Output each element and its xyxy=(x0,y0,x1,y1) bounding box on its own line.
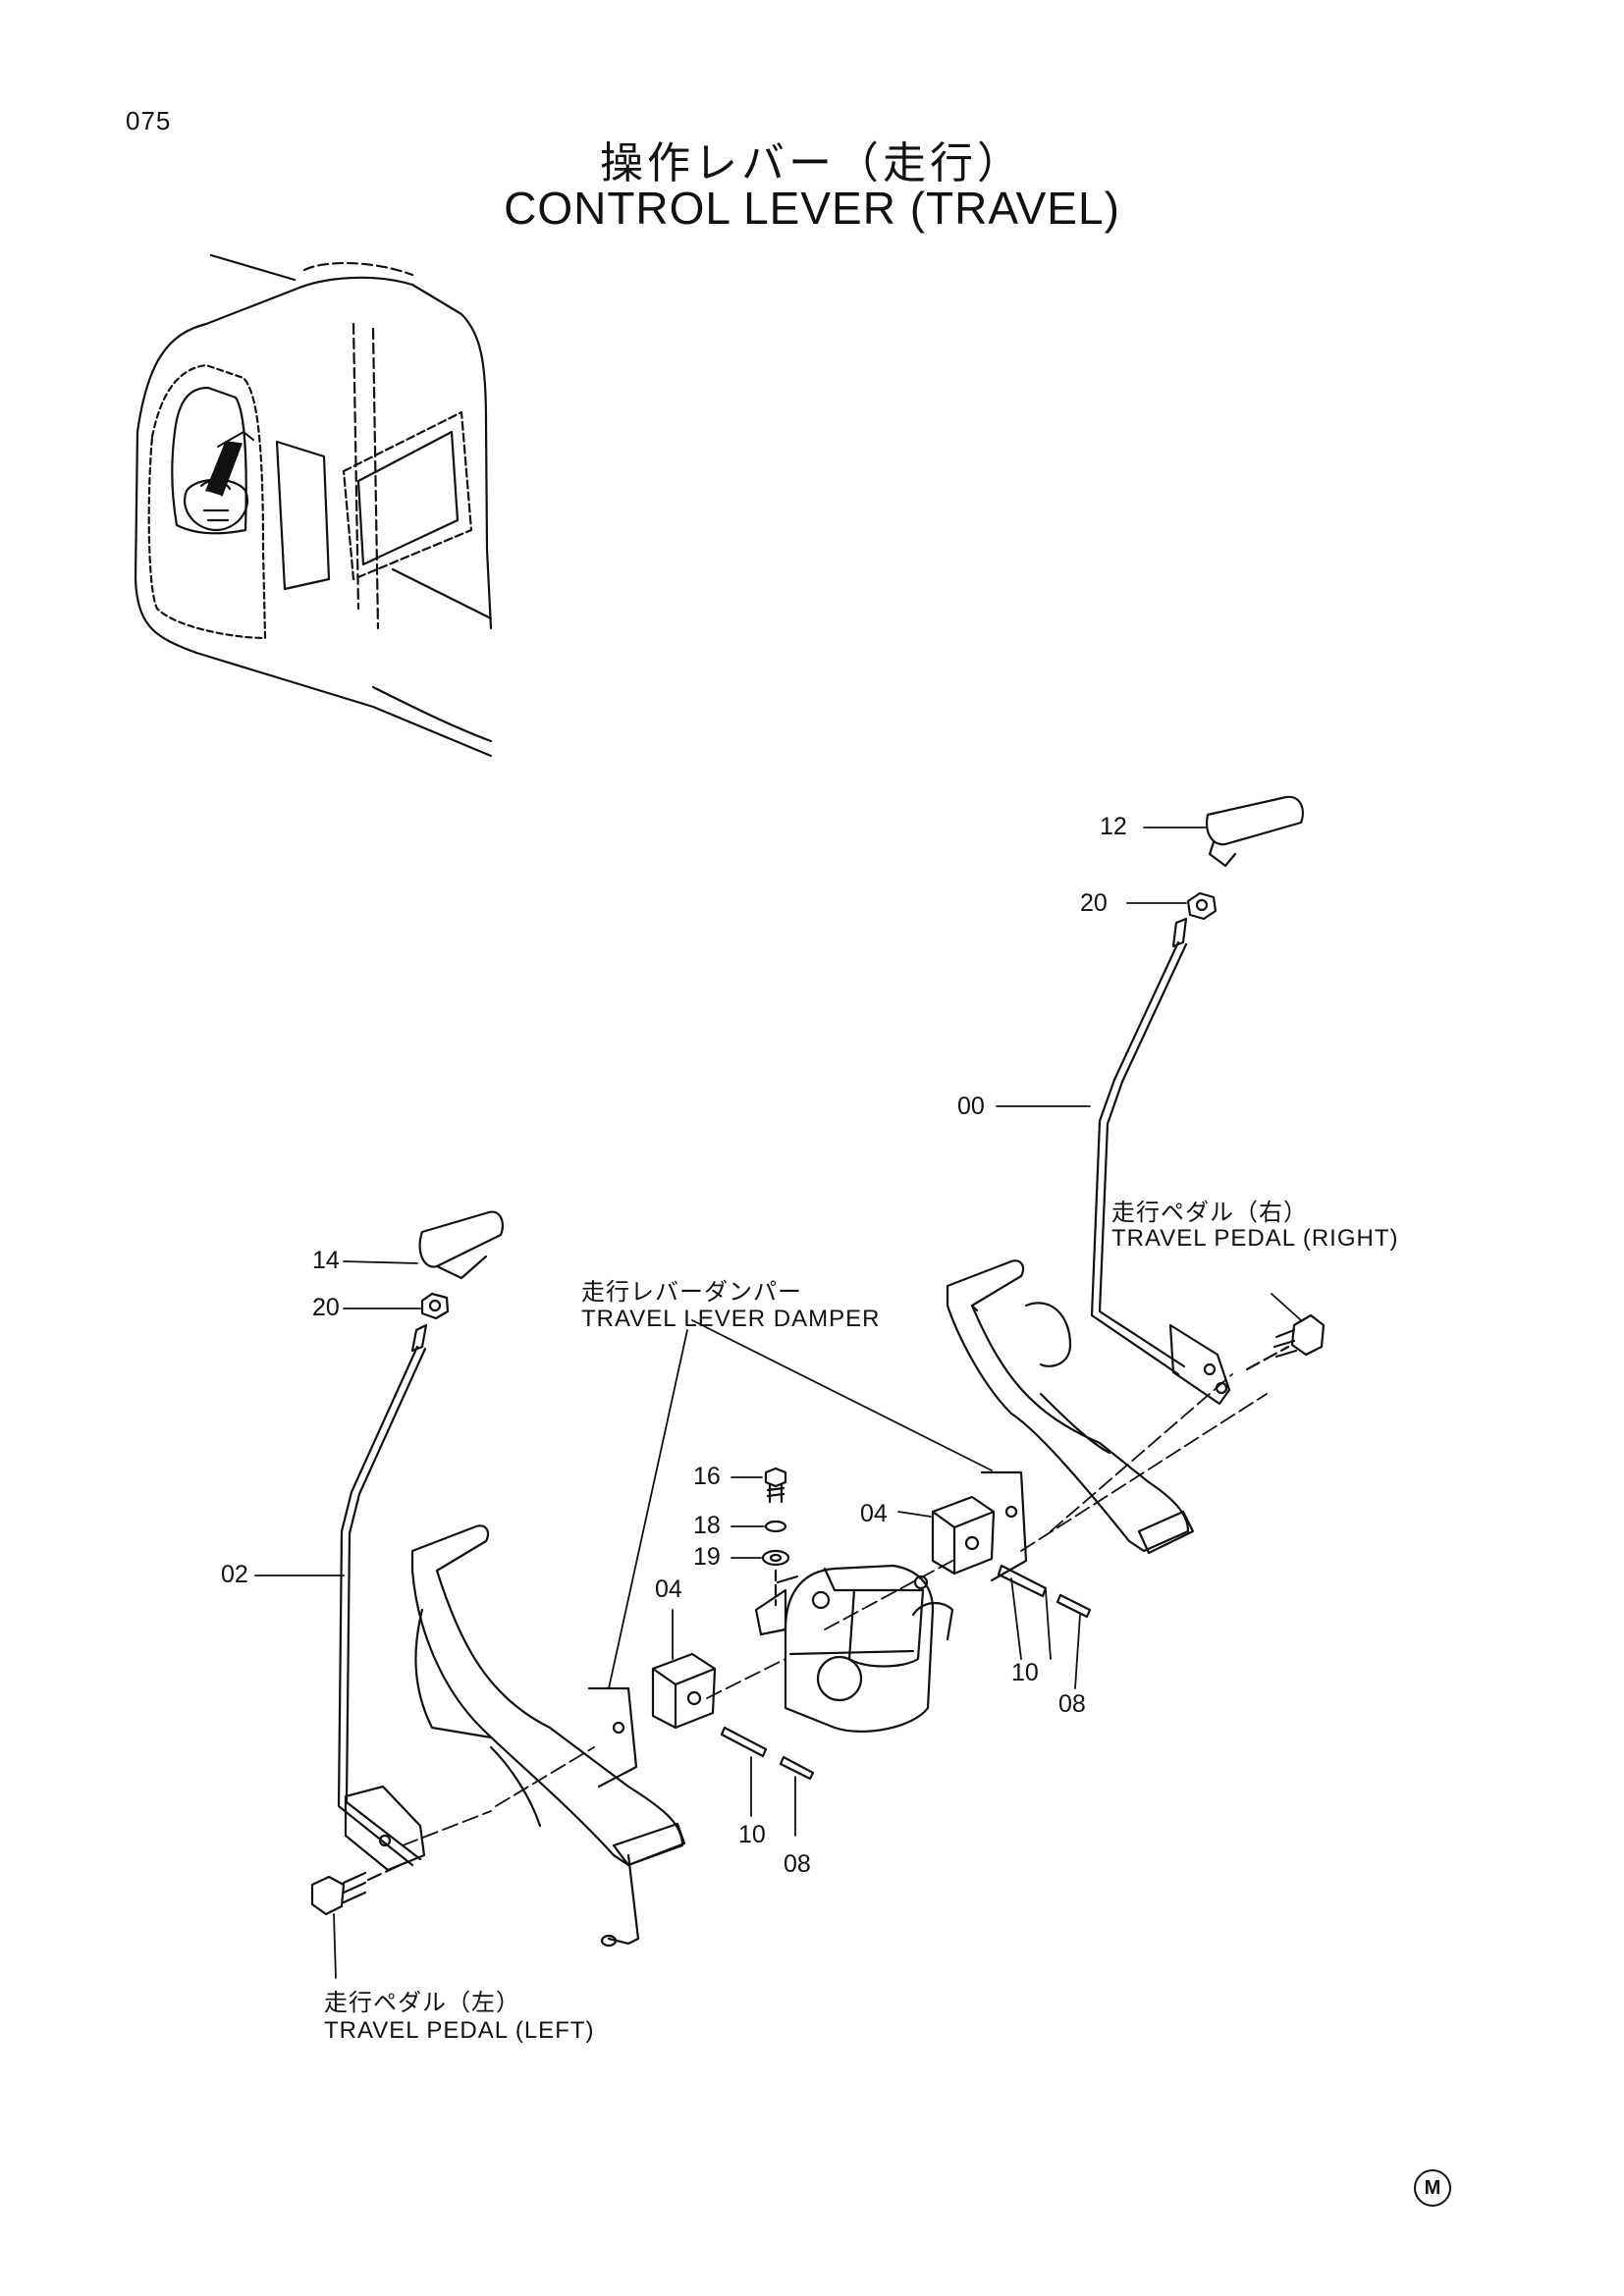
part-number-lever-left: 02 xyxy=(221,1561,248,1588)
left-lever-assembly xyxy=(337,1210,505,1872)
part-number-knob-right: 12 xyxy=(1100,813,1127,840)
damper-block-right-part xyxy=(931,1470,1028,1582)
part-number-nut-right: 20 xyxy=(1080,889,1108,917)
bolt-and-washers xyxy=(761,1467,790,1607)
left-pedal-bolt xyxy=(310,1861,406,1916)
part-number-damper-block-left: 04 xyxy=(655,1575,682,1603)
damper-block-left-part xyxy=(651,1652,717,1730)
right-pedal-bolt xyxy=(1245,1313,1326,1371)
left-travel-pedal xyxy=(410,1524,686,1948)
travel-lever-damper-label-jp: 走行レバーダンパー xyxy=(581,1278,802,1306)
part-number-knob-left: 14 xyxy=(312,1247,340,1274)
part-number-nut-left: 20 xyxy=(312,1294,340,1321)
pins xyxy=(720,1564,1092,1781)
travel-pedal-right-label-jp: 走行ペダル（右） xyxy=(1111,1199,1308,1226)
travel-lever-damper-label-en: TRAVEL LEVER DAMPER xyxy=(581,1306,881,1332)
travel-pedal-left-label-en: TRAVEL PEDAL (LEFT) xyxy=(324,2017,595,2044)
page-title-japanese: 操作レバー（走行） xyxy=(600,138,1024,188)
part-number-damper-block-right: 04 xyxy=(860,1500,888,1527)
travel-pedal-left-label-jp: 走行ペダル（左） xyxy=(324,1989,520,2016)
part-number-pin-left: 10 xyxy=(738,1821,766,1848)
part-number-pin-right: 10 xyxy=(1011,1659,1039,1686)
damper-bracket-left xyxy=(587,1686,638,1789)
leader-lines xyxy=(254,827,1302,1979)
right-lever-assembly xyxy=(1090,795,1304,1406)
assembly-center-lines xyxy=(402,1373,1268,1846)
part-number-bolt: 16 xyxy=(693,1463,721,1490)
part-number-washer: 19 xyxy=(693,1543,721,1571)
part-number-spring-washer: 18 xyxy=(693,1512,721,1539)
part-number-spring-pin-left: 08 xyxy=(784,1850,811,1878)
travel-pedal-right-label-en: TRAVEL PEDAL (RIGHT) xyxy=(1111,1225,1399,1252)
cab-location-inset xyxy=(134,253,493,758)
right-travel-pedal xyxy=(946,1259,1195,1555)
manufacturer-mark: M xyxy=(1414,2169,1451,2207)
part-number-spring-pin-right: 08 xyxy=(1058,1690,1086,1718)
page-title-english: CONTROL LEVER (TRAVEL) xyxy=(504,183,1120,234)
damper-mechanism xyxy=(754,1564,954,1734)
part-number-lever-right: 00 xyxy=(957,1093,985,1120)
page-number: 075 xyxy=(126,106,172,135)
